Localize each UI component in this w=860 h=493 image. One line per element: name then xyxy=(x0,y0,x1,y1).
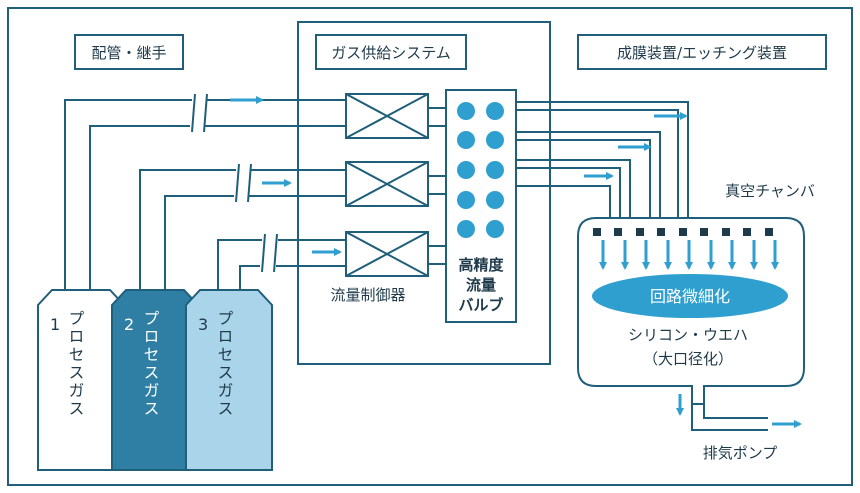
gas-2-number: 2 xyxy=(124,315,134,334)
mfc-to-valve-pipes xyxy=(428,107,446,265)
header-gas-system: ガス供給システム xyxy=(331,44,451,62)
gas-system-box xyxy=(297,21,551,365)
pipe-break-marks xyxy=(191,93,278,273)
outer-frame xyxy=(7,7,853,486)
flow-arrows-chamber-pipes xyxy=(584,112,688,180)
valve-to-chamber-pipes xyxy=(516,101,689,218)
wafer-label-line-1: シリコン・ウエハ xyxy=(628,326,748,344)
showerhead-down-arrows xyxy=(599,240,779,270)
gas-1-number: 1 xyxy=(50,315,60,334)
flow-arrows-pipes xyxy=(230,96,342,256)
gas-2-label: プロセスガス xyxy=(141,310,160,418)
showerhead xyxy=(593,228,773,236)
gas-3-number: 3 xyxy=(198,315,208,334)
header-equipment: 成膜装置/エッチング装置 xyxy=(617,44,787,62)
wafer-label-line-2: （大口径化） xyxy=(643,350,733,368)
gas-cylinder-3: 3 プロセスガス xyxy=(185,289,273,471)
valve-label-line-1: 高精度 xyxy=(458,256,504,274)
pump-label: 排気ポンプ xyxy=(703,444,778,462)
header-box-gas-system xyxy=(315,34,467,70)
gas-cylinder-2: 2 プロセスガス xyxy=(111,289,199,471)
header-piping: 配管・継手 xyxy=(91,44,166,62)
header-box-piping xyxy=(74,34,184,70)
exhaust-pipe xyxy=(691,404,768,431)
pipes-gas-to-mfc xyxy=(64,99,346,290)
gas-1-label: プロセスガス xyxy=(66,310,85,418)
gas-3-label: プロセスガス xyxy=(215,310,234,418)
valve-dots xyxy=(457,102,504,238)
process-label: 回路微細化 xyxy=(650,287,730,306)
mass-flow-controllers xyxy=(345,93,429,277)
gas-cylinder-1: 1 プロセスガス xyxy=(37,289,125,471)
mfc-label: 流量制御器 xyxy=(330,286,405,304)
chamber-label: 真空チャンバ xyxy=(725,182,815,200)
process-ellipse xyxy=(592,274,788,318)
exhaust-arrows xyxy=(676,394,802,428)
header-box-equipment xyxy=(577,34,827,70)
valve-label-line-3: バルブ xyxy=(458,296,503,314)
valve-label-line-2: 流量 xyxy=(466,276,496,294)
valve-block xyxy=(445,89,517,323)
